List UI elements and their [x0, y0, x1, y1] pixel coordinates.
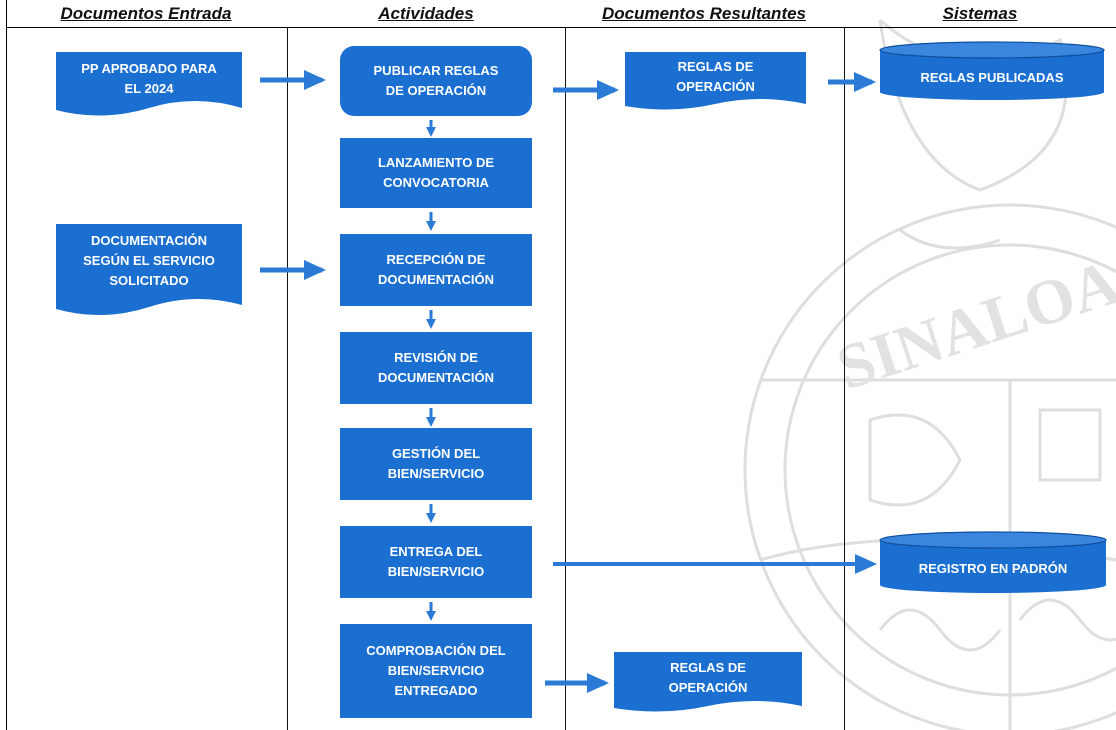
output-reglas-operacion-2: REGLAS DE OPERACIÓN	[668, 660, 748, 695]
header-sistemas: Sistemas	[942, 4, 1018, 23]
lane-divider-3	[844, 28, 845, 730]
lane-border-left	[6, 0, 7, 730]
activity-publicar-reglas: PUBLICAR REGLAS DE OPERACIÓN	[340, 46, 532, 116]
output-reglas-operacion-1: REGLAS DE OPERACIÓN	[676, 59, 755, 94]
lane-divider-2	[565, 28, 566, 730]
header-actividades: Actividades	[378, 4, 474, 23]
activity-comprobacion-bien-servicio: COMPROBACIÓN DEL BIEN/SERVICIO ENTREGADO	[340, 624, 532, 718]
input-documentacion: DOCUMENTACIÓN SEGÚN EL SERVICIO SOLICITA…	[83, 233, 215, 288]
activity-gestion-bien-servicio: GESTIÓN DEL BIEN/SERVICIO	[340, 428, 532, 500]
system-registro-padron: REGISTRO EN PADRÓN	[918, 561, 1068, 576]
input-pp-aprobado: PP APROBADO PARA EL 2024	[81, 61, 217, 96]
document-shape-documentacion	[56, 224, 242, 316]
cylinder-reglas-publicadas	[879, 41, 1105, 100]
document-shape-pp-aprobado	[56, 52, 242, 116]
activity-entrega-bien-servicio: ENTREGA DEL BIEN/SERVICIO	[340, 526, 532, 598]
lane-divider-1	[287, 28, 288, 730]
cylinder-registro-padron	[879, 531, 1107, 593]
document-shape-reglas-2	[614, 652, 802, 712]
system-reglas-publicadas: REGLAS PUBLICADAS	[920, 70, 1064, 85]
activity-recepcion-documentacion: RECEPCIÓN DE DOCUMENTACIÓN	[340, 234, 532, 306]
header-documentos-entrada: Documentos Entrada	[60, 4, 232, 23]
activity-lanzamiento-convocatoria: LANZAMIENTO DE CONVOCATORIA	[340, 138, 532, 208]
activity-revision-documentacion: REVISIÓN DE DOCUMENTACIÓN	[340, 332, 532, 404]
header-divider	[6, 27, 1116, 28]
header-documentos-resultantes: Documentos Resultantes	[601, 4, 807, 23]
document-shape-reglas-1	[625, 52, 806, 110]
